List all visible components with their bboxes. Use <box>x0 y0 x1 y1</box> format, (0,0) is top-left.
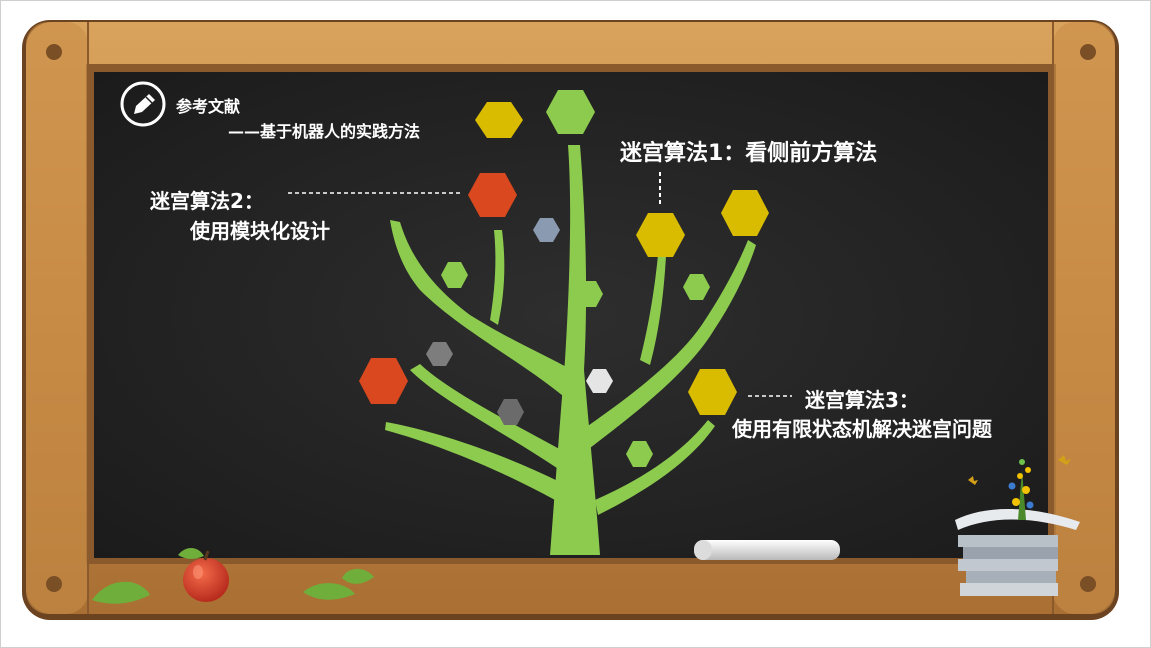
reference-subtitle: ——基于机器人的实践方法 <box>228 122 421 141</box>
hexagon-cluster <box>359 90 769 467</box>
reference-title: 参考文献 <box>176 97 241 116</box>
hex-blue <box>533 218 560 242</box>
algo3-description: 使用有限状态机解决迷宫问题 <box>732 417 992 441</box>
algo2-description: 使用模块化设计 <box>190 219 330 243</box>
pencil-icon <box>120 81 166 127</box>
hex-yellow <box>688 369 737 415</box>
book-stack-icon <box>955 455 1080 596</box>
hex-yellow <box>721 190 769 236</box>
hex-gray <box>497 399 524 425</box>
hex-green <box>441 262 468 288</box>
apple-icon <box>183 550 229 602</box>
hex-green <box>626 441 653 467</box>
algo3-title: 迷宫算法3： <box>805 388 919 412</box>
hex-green <box>575 281 603 307</box>
hex-red <box>468 173 517 217</box>
chalk <box>694 540 840 560</box>
hex-yellow <box>636 213 685 257</box>
hex-white <box>586 369 613 393</box>
tree <box>385 145 756 555</box>
leaf-decoration <box>92 547 374 604</box>
hex-yellow <box>475 102 523 138</box>
hex-red <box>359 358 408 404</box>
hex-green <box>683 274 710 300</box>
hex-green <box>546 90 595 134</box>
hex-gray <box>426 342 453 366</box>
algo2-title: 迷宫算法2： <box>150 189 264 213</box>
algo1-label: 迷宫算法1：看侧前方算法 <box>620 141 878 166</box>
